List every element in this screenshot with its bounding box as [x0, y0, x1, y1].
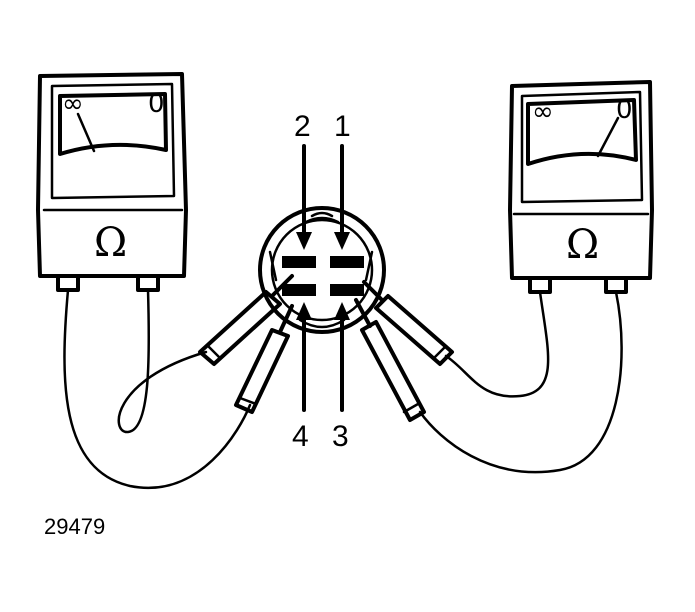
left-ohmmeter-dial	[58, 92, 168, 156]
left-ohmmeter-needle	[76, 112, 96, 153]
right-ohmmeter-jack-1	[528, 276, 552, 294]
right-ohmmeter-needle	[596, 116, 620, 158]
left-ohmmeter-scale-high: 0	[148, 89, 165, 119]
right-ohmmeter-dial	[526, 98, 638, 166]
right-lead-wire-inner	[444, 290, 550, 398]
terminal-3-blade	[330, 284, 364, 296]
left-ohmmeter-jack-1	[56, 274, 80, 292]
left-ohmmeter-scale-low: ∞	[62, 89, 84, 119]
right-ohmmeter-scale-low: ∞	[532, 97, 554, 127]
left-ohmmeter-jack-2	[136, 274, 160, 292]
left-meter-leads	[63, 274, 294, 490]
right-ohmmeter-unit-label: Ω	[566, 222, 599, 268]
left-ohmmeter: ∞ 0 Ω	[36, 72, 188, 292]
connector	[258, 206, 386, 334]
terminal-arrows	[296, 144, 350, 412]
right-ohmmeter-body	[508, 80, 654, 280]
arrow-1	[334, 232, 350, 250]
arrow-2	[296, 232, 312, 250]
left-ohmmeter-face-frame	[50, 82, 176, 200]
left-lead-wire-outer	[63, 288, 252, 490]
left-ohmmeter-unit-label: Ω	[94, 220, 127, 266]
connector-housing	[258, 206, 386, 334]
left-probe-upper	[198, 274, 294, 366]
right-ohmmeter-scale-high: 0	[616, 95, 633, 125]
arrow-3	[334, 302, 350, 320]
right-lead-wire-outer	[418, 290, 623, 474]
terminal-2-blade	[282, 256, 316, 268]
terminal-label-4: 4	[292, 420, 309, 453]
left-probe-lower	[234, 304, 294, 414]
right-ohmmeter-face-frame	[520, 90, 644, 204]
terminal-label-2: 2	[294, 110, 311, 143]
right-meter-leads	[354, 280, 623, 474]
terminal-4-blade	[282, 284, 316, 296]
left-lead-wire-inner	[117, 288, 208, 434]
terminal-1-blade	[330, 256, 364, 268]
arrow-4	[296, 302, 312, 320]
terminal-label-3: 3	[332, 420, 349, 453]
figure-reference-number: 29479	[44, 514, 106, 539]
left-ohmmeter-body	[36, 72, 188, 278]
right-ohmmeter: ∞ 0 Ω	[508, 80, 654, 294]
right-ohmmeter-jack-2	[604, 276, 628, 294]
terminal-label-1: 1	[334, 110, 351, 143]
